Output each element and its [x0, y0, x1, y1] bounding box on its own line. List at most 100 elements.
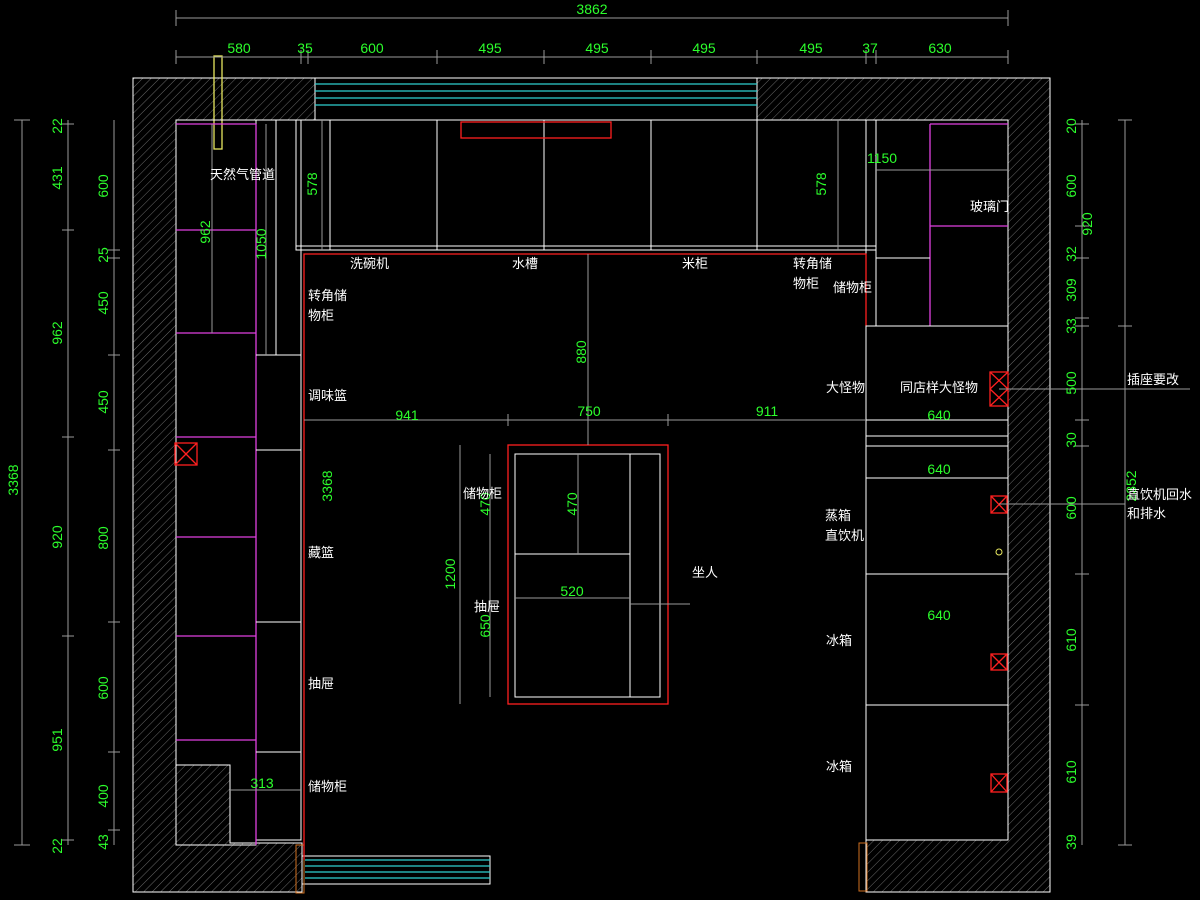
door-jamb-left	[295, 844, 305, 894]
left-inner-7: 43	[95, 834, 111, 850]
label-rice-cabinet: 米柜	[682, 257, 708, 272]
dimension-lines	[14, 10, 1190, 846]
island-height: 1200	[442, 558, 458, 589]
right-inner-9: 610	[1063, 760, 1079, 784]
overall-width: 3862	[576, 1, 607, 17]
label-gas-pipe: 天然气管道	[210, 167, 275, 183]
top-seg-0: 580	[227, 40, 251, 56]
row-911: 911	[756, 403, 779, 419]
left-inner-5: 600	[95, 676, 111, 700]
right-sockets	[989, 371, 1009, 793]
label-corner-storage-left-1: 转角储	[308, 289, 347, 304]
island	[507, 444, 690, 705]
island-inner-total: 3368	[319, 470, 335, 501]
label-drawer: 抽屉	[308, 677, 334, 692]
top-window	[314, 77, 758, 121]
island-width: 520	[560, 583, 584, 599]
left-socket	[174, 442, 198, 466]
left-outer-4: 951	[49, 728, 65, 752]
row-941: 941	[395, 407, 419, 423]
right-upper-width: 1150	[867, 150, 897, 166]
top-counter	[295, 119, 877, 860]
label-fridge-b: 冰箱	[826, 759, 852, 775]
right-cab-w-2: 640	[927, 607, 951, 623]
left-inner-6: 400	[95, 784, 111, 808]
water-point	[995, 548, 1003, 556]
right-inner-7: 600	[1063, 496, 1079, 520]
right-cab-w-1: 640	[927, 461, 951, 477]
label-water-dispenser: 直饮机	[825, 529, 864, 544]
label-seat: 坐人	[692, 566, 718, 581]
left-outer-5: 22	[49, 838, 65, 854]
right-inner-4: 33	[1063, 318, 1079, 334]
right-cabinets	[865, 119, 1009, 841]
label-corner-storage-top-2: 物柜	[793, 277, 819, 292]
label-large-items: 大怪物	[826, 381, 865, 396]
label-basket: 藏篮	[308, 546, 334, 561]
left-inner-2: 450	[95, 291, 111, 315]
right-outer-top: 920	[1079, 212, 1095, 236]
sink-outline	[460, 121, 612, 139]
top-seg-4: 495	[585, 40, 609, 56]
counter-edge	[303, 253, 867, 860]
walls	[132, 55, 1051, 894]
right-inner-0: 20	[1063, 118, 1079, 134]
label-corner-storage-left-2: 物柜	[308, 309, 334, 324]
top-seg-3: 495	[478, 40, 502, 56]
label-steam-oven: 蒸箱	[825, 508, 851, 524]
left-outer-0: 22	[49, 118, 65, 134]
top-seg-2: 600	[360, 40, 384, 56]
label-same-large-items: 同店样大怪物	[900, 381, 978, 396]
dimension-text: 3862 580 35 600 495 495 495 495 37 630 3…	[5, 1, 1139, 854]
right-inner-5: 500	[1063, 371, 1079, 395]
right-inner-6: 30	[1063, 432, 1079, 448]
left-outer-3: 920	[49, 525, 65, 549]
top-seg-8: 630	[928, 40, 952, 56]
row-750: 750	[577, 403, 601, 419]
room-labels: 天然气管道 洗碗机 水槽 米柜 转角储 物柜 储物柜 转角储 物柜 玻璃门 调味…	[210, 167, 1192, 795]
door-jamb-right	[858, 842, 868, 892]
right-inner-8: 610	[1063, 628, 1079, 652]
label-fridge-a: 冰箱	[826, 633, 852, 649]
top-seg-5: 495	[692, 40, 716, 56]
left-outer-2: 962	[49, 321, 65, 345]
left-inner-3: 450	[95, 390, 111, 414]
label-dispenser-water: 直饮机回水	[1127, 488, 1192, 503]
label-seasoning-basket: 调味篮	[308, 389, 347, 404]
right-outer-mid: 2352	[1123, 470, 1139, 501]
label-island-storage: 储物柜	[463, 487, 502, 502]
left-wall	[132, 77, 316, 893]
left-run-1: 1050	[253, 228, 269, 259]
island-depth-b: 470	[564, 492, 580, 516]
top-seg-1: 35	[297, 40, 313, 56]
depth-left: 578	[304, 172, 320, 196]
label-corner-storage-top-1: 转角储	[793, 257, 832, 272]
bottom-window	[301, 855, 491, 885]
label-sink: 水槽	[512, 257, 538, 272]
top-seg-7: 37	[862, 40, 878, 56]
label-island-drawer: 抽屉	[474, 600, 500, 615]
island-drawer-dim: 650	[477, 614, 493, 638]
left-outer-1: 431	[49, 166, 65, 190]
top-seg-6: 495	[799, 40, 823, 56]
label-dishwasher: 洗碗机	[350, 256, 389, 272]
gas-pipe	[213, 55, 223, 150]
label-glass-door: 玻璃门	[970, 200, 1009, 215]
label-storage-b: 储物柜	[308, 780, 347, 795]
left-total: 3368	[5, 464, 21, 495]
right-inner-1: 600	[1063, 174, 1079, 198]
left-inner-0: 600	[95, 174, 111, 198]
right-cab-w-0: 640	[927, 407, 951, 423]
label-and-drain: 和排水	[1127, 507, 1166, 522]
right-inner-2: 32	[1063, 246, 1079, 262]
right-inner-3: 309	[1063, 278, 1079, 302]
label-socket-change: 插座要改	[1127, 373, 1179, 388]
island-gap: 880	[573, 340, 589, 364]
label-storage-a: 储物柜	[833, 281, 872, 296]
left-inner-1: 25	[95, 247, 111, 263]
left-inner-4: 800	[95, 526, 111, 550]
left-tall-cabinets	[174, 119, 302, 846]
left-run-0: 962	[197, 220, 213, 244]
depth-right: 578	[813, 172, 829, 196]
